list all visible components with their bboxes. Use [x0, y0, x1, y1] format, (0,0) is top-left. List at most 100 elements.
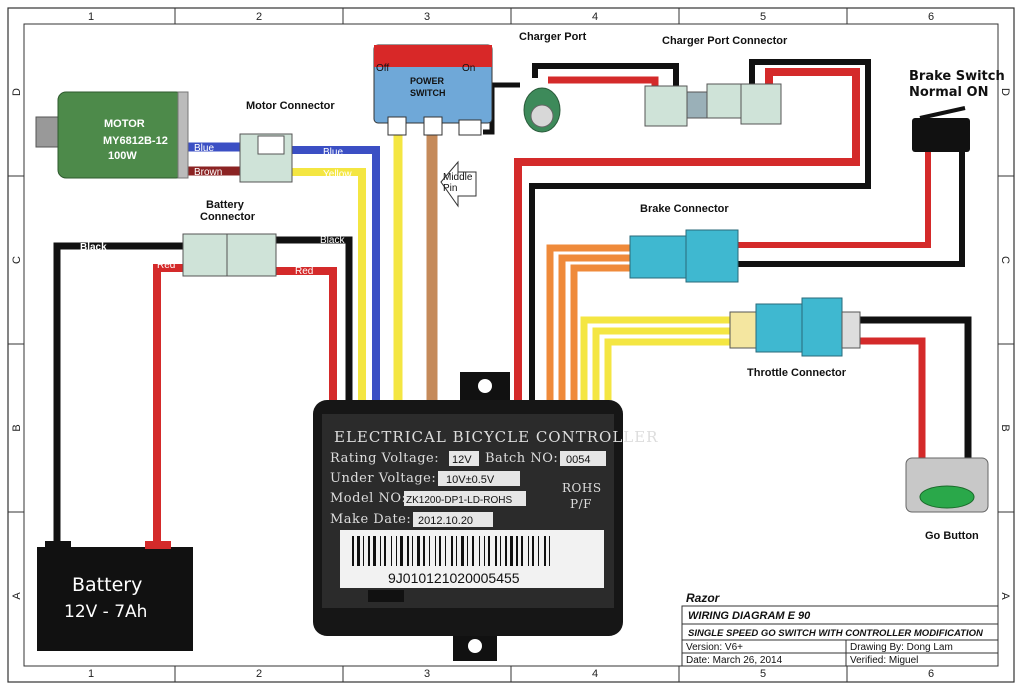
col-label: 5	[760, 668, 766, 680]
row-label: B	[11, 424, 23, 431]
controller-under-label: Under Voltage:	[330, 471, 436, 486]
row-label: B	[999, 424, 1011, 431]
middle-pin-label: Pin	[443, 183, 457, 194]
barcode-bar	[479, 536, 480, 566]
brake-switch-label: Normal ON	[909, 85, 988, 100]
throttle-connector-right	[801, 297, 843, 357]
controller: ELECTRICAL BICYCLE CONTROLLER Rating Vol…	[313, 372, 658, 661]
diagram-version: Version: V6+	[686, 642, 743, 653]
controller-rohs: P/F	[570, 497, 592, 511]
battery-body	[37, 547, 193, 651]
wire-yellow-throttle-3	[604, 338, 730, 400]
wire-label-red: Red	[295, 266, 313, 277]
controller-title: ELECTRICAL BICYCLE CONTROLLER	[334, 428, 658, 446]
wire-red-charger	[548, 76, 659, 97]
wire-label-blue: Blue	[194, 143, 214, 154]
barcode-bar	[445, 536, 446, 566]
barcode-bar	[384, 536, 386, 566]
barcode-bar	[500, 536, 501, 566]
battery-connector-left	[182, 233, 228, 277]
row-label: A	[11, 592, 23, 600]
brand-logo: Razor	[686, 591, 721, 605]
mount-hole	[468, 639, 482, 653]
barcode-bar	[363, 536, 364, 566]
wire-label-black: Black	[320, 235, 345, 246]
wire-label-red: Red	[157, 260, 175, 271]
brake-switch-lever	[919, 106, 966, 120]
barcode-bar	[532, 536, 534, 566]
barcode-bar	[516, 536, 518, 566]
barcode-bar	[505, 536, 507, 566]
diagram-date: Date: March 26, 2014	[686, 655, 783, 666]
wire-blue-controller	[292, 146, 380, 400]
value-box	[413, 512, 493, 527]
col-label: 6	[928, 11, 934, 23]
wire-red-battery-controller	[276, 267, 337, 400]
motor: MOTOR MY6812B-12 100W	[35, 91, 189, 179]
barcode-bar	[544, 536, 546, 566]
charger-port-label: Charger Port	[519, 31, 587, 43]
brake-connector: Brake Connector	[629, 203, 739, 283]
charger-port-socket	[530, 104, 554, 128]
barcode-bar	[412, 536, 413, 566]
motor-connector-pins	[257, 135, 285, 155]
middle-pin-label: Middle	[443, 172, 473, 183]
row-label: D	[999, 88, 1011, 96]
throttle-connector-left	[755, 303, 803, 353]
diagram-subtitle: SINGLE SPEED GO SWITCH WITH CONTROLLER M…	[688, 628, 984, 639]
col-label: 4	[592, 11, 598, 23]
wire-yellow-throttle-2	[592, 327, 730, 400]
barcode-bar	[484, 536, 485, 566]
charger-port-connector: Charger Port Connector	[644, 35, 788, 127]
battery-connector-right	[226, 233, 277, 277]
barcode-bar	[417, 536, 420, 566]
charger-connector-mid	[706, 83, 742, 119]
wire-label-black: Black	[80, 242, 107, 253]
title-block-frame	[681, 605, 999, 667]
barcode-bar	[352, 536, 354, 566]
grid-column-labels: 1 2 3 4 5 6 1 2 3 4 5 6	[88, 11, 934, 680]
throttle-connector-label: Throttle Connector	[747, 367, 847, 379]
diagram-verified: Verified: Miguel	[850, 655, 918, 666]
battery-title: Battery	[72, 574, 142, 596]
throttle-connector: Throttle Connector	[729, 297, 861, 379]
throttle-connector-plug	[729, 311, 757, 349]
wire-black-brake-switch	[738, 152, 965, 267]
go-button-cap	[919, 485, 975, 509]
charger-connector-right	[740, 83, 782, 125]
charger-port-connector-label: Charger Port Connector	[662, 35, 788, 47]
battery: Battery 12V - 7Ah	[37, 541, 193, 651]
motor-connector: Motor Connector	[239, 100, 335, 183]
wire-label-blue: Blue	[323, 147, 343, 158]
controller-rohs: ROHS	[562, 481, 602, 495]
battery-terminal-positive	[145, 541, 171, 549]
brake-connector-left	[629, 235, 687, 279]
motor-connector-label: Motor Connector	[246, 100, 335, 112]
col-label: 6	[928, 668, 934, 680]
wire-orange-brake-3	[570, 264, 630, 400]
wire-red-battery	[153, 264, 183, 545]
barcode-bar	[368, 536, 370, 566]
barcode-bar	[391, 536, 392, 566]
barcode-bar	[461, 536, 464, 566]
middle-pin-callout: Middle Pin	[440, 160, 477, 208]
col-label: 3	[424, 668, 430, 680]
wire-red-brake-switch	[738, 152, 931, 248]
barcode-bar	[510, 536, 513, 566]
col-label: 4	[592, 668, 598, 680]
controller-batch-label: Batch NO:	[485, 451, 558, 466]
value-box	[438, 471, 520, 486]
controller-tab	[368, 590, 404, 602]
drawing-frame	[7, 7, 1015, 683]
wire-yellow-throttle-1	[580, 316, 730, 400]
controller-under-value: 10V±0.5V	[446, 474, 495, 486]
diagram-title: WIRING DIAGRAM E 90	[688, 610, 811, 622]
controller-model-label: Model NO:	[330, 491, 406, 506]
barcode-bar	[439, 536, 441, 566]
brake-switch-body	[912, 118, 970, 152]
wire-orange-brake-2	[558, 254, 630, 400]
brake-connector-right	[685, 229, 739, 283]
diagram-drawing-by: Drawing By: Dong Lam	[850, 642, 953, 653]
controller-rating-label: Rating Voltage:	[330, 451, 439, 466]
value-box	[560, 451, 606, 466]
